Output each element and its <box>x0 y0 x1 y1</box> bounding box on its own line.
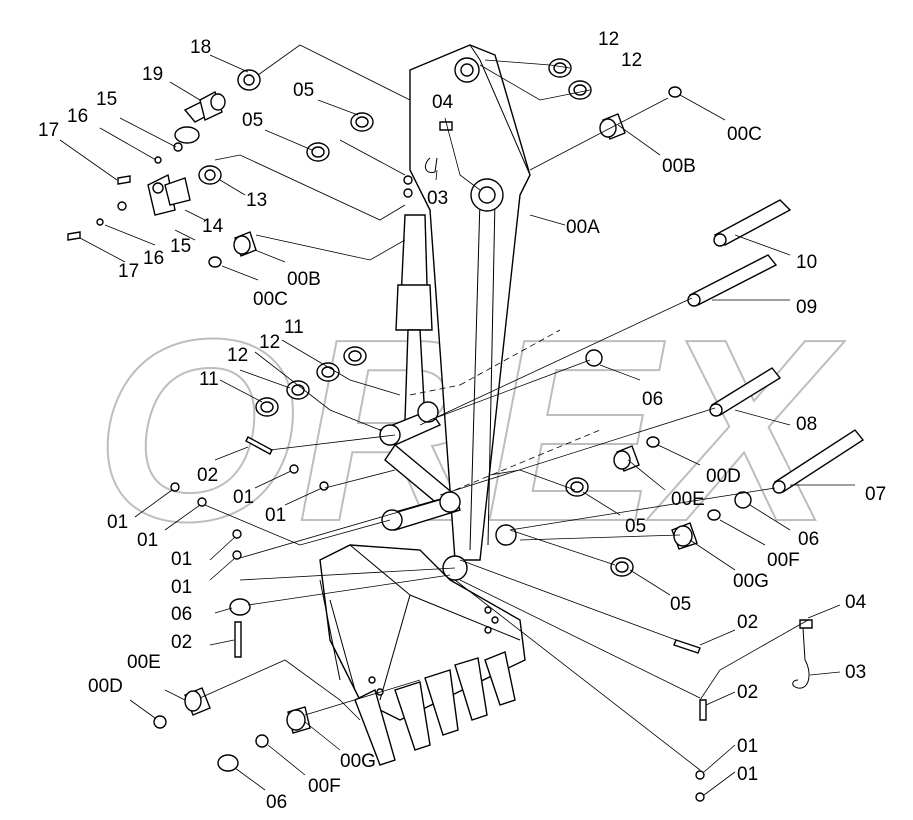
label-00G: 00G <box>340 751 376 772</box>
label-01: 01 <box>171 577 192 598</box>
label-00A: 00A <box>566 217 600 238</box>
label-05: 05 <box>242 110 263 131</box>
label-02: 02 <box>197 465 218 486</box>
label-01: 01 <box>737 764 758 785</box>
label-12: 12 <box>621 50 642 71</box>
label-14: 14 <box>202 216 224 237</box>
linkage <box>378 401 517 581</box>
label-15: 15 <box>170 236 191 257</box>
label-03: 03 <box>845 662 866 683</box>
label-06: 06 <box>266 792 287 813</box>
bucket-cylinder <box>395 214 433 421</box>
label-06: 06 <box>171 604 192 625</box>
part-labels: 18 19 15 16 17 05 05 04 03 13 14 15 16 1… <box>38 29 886 813</box>
label-00G: 00G <box>733 571 769 592</box>
label-04: 04 <box>845 592 867 613</box>
label-02: 02 <box>737 612 758 633</box>
label-00B: 00B <box>287 269 321 290</box>
label-06: 06 <box>642 389 663 410</box>
bucket <box>319 544 526 766</box>
label-10: 10 <box>796 252 817 273</box>
label-06: 06 <box>798 529 819 550</box>
label-13: 13 <box>246 190 267 211</box>
label-00C: 00C <box>253 289 288 310</box>
label-12: 12 <box>259 332 280 353</box>
label-00E: 00E <box>127 652 161 673</box>
label-05: 05 <box>670 594 691 615</box>
label-00F: 00F <box>308 776 341 797</box>
label-18: 18 <box>190 37 211 58</box>
label-17: 17 <box>118 261 139 282</box>
label-07: 07 <box>865 484 886 505</box>
label-09: 09 <box>796 297 817 318</box>
label-05: 05 <box>293 80 314 101</box>
label-00C: 00C <box>727 124 762 145</box>
label-01: 01 <box>171 549 192 570</box>
label-11: 11 <box>199 369 219 390</box>
label-17: 17 <box>38 120 59 141</box>
label-12: 12 <box>227 345 248 366</box>
label-00B: 00B <box>662 156 696 177</box>
label-11: 11 <box>284 317 304 338</box>
label-08: 08 <box>796 414 817 435</box>
label-03: 03 <box>427 188 448 209</box>
label-12: 12 <box>598 29 619 50</box>
label-04: 04 <box>432 92 454 113</box>
label-16: 16 <box>143 248 164 269</box>
parts <box>67 58 865 802</box>
label-01: 01 <box>233 487 254 508</box>
label-01: 01 <box>107 512 128 533</box>
label-02: 02 <box>171 632 192 653</box>
label-16: 16 <box>67 106 88 127</box>
label-05: 05 <box>625 516 646 537</box>
label-15: 15 <box>96 89 117 110</box>
label-01: 01 <box>737 736 758 757</box>
leader-lines <box>59 44 855 796</box>
label-01: 01 <box>265 505 286 526</box>
label-19: 19 <box>142 64 163 85</box>
label-01: 01 <box>137 530 158 551</box>
label-00D: 00D <box>706 466 741 487</box>
label-00F: 00F <box>767 550 800 571</box>
arm <box>403 44 531 561</box>
label-02: 02 <box>737 682 758 703</box>
label-00E: 00E <box>671 489 705 510</box>
label-00D: 00D <box>88 676 123 697</box>
